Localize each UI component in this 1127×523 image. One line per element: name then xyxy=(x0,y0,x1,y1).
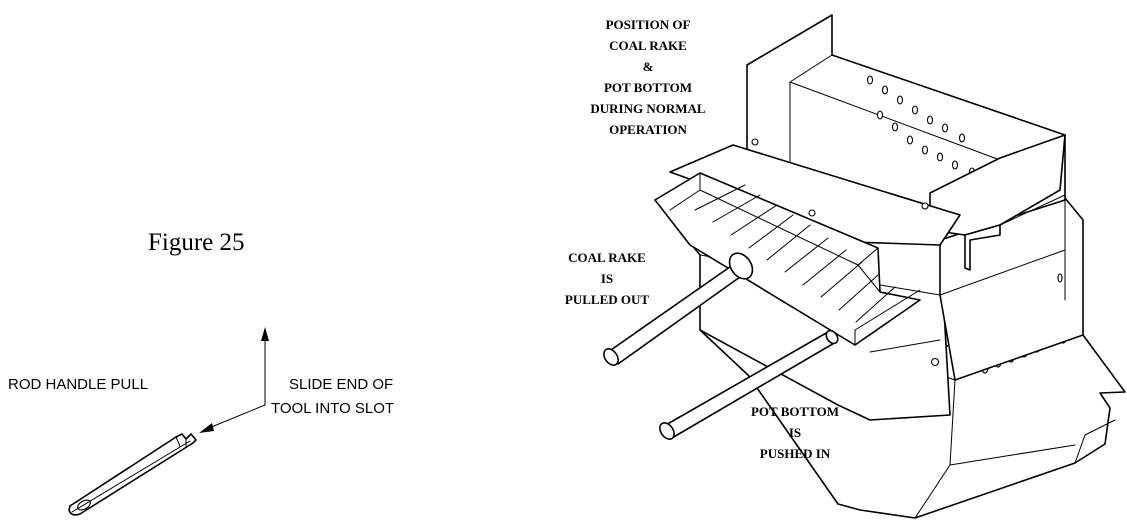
coal-rake-rod xyxy=(603,252,754,366)
normal-position-line: POT BOTTOM xyxy=(604,80,692,95)
normal-position-line: COAL RAKE xyxy=(609,38,687,53)
arrow-up-icon xyxy=(261,327,269,341)
normal-position-callout: POSITION OF COAL RAKE & POT BOTTOM DURIN… xyxy=(590,17,706,137)
normal-position-line: POSITION OF xyxy=(606,17,691,32)
coal-rake-line: IS xyxy=(601,271,613,286)
normal-position-line: DURING NORMAL xyxy=(590,101,706,116)
normal-position-line: & xyxy=(643,59,654,74)
pot-bottom-rod xyxy=(659,329,839,440)
pot-bottom-callout: POT BOTTOM IS PUSHED IN xyxy=(751,404,839,461)
arrow-left-icon xyxy=(199,423,214,433)
figure-caption: Figure 25 xyxy=(148,229,245,256)
coal-rake-assembly-drawing xyxy=(603,14,1126,519)
grate-bars xyxy=(694,184,896,323)
pot-bottom-line: IS xyxy=(789,425,801,440)
direction-arrows xyxy=(199,327,269,433)
pot-bottom-line: POT BOTTOM xyxy=(751,404,839,419)
rod-handle-pull-label: ROD HANDLE PULL xyxy=(8,376,148,393)
rod-handle-tool xyxy=(68,433,197,516)
coal-rake-line: PULLED OUT xyxy=(565,292,649,307)
coal-rake-callout: COAL RAKE IS PULLED OUT xyxy=(565,250,649,307)
slide-instruction-line-2: TOOL INTO SLOT xyxy=(271,400,394,417)
pot-bottom-line: PUSHED IN xyxy=(760,446,831,461)
normal-position-line: OPERATION xyxy=(609,122,687,137)
slide-instruction-line-1: SLIDE END OF xyxy=(289,376,393,393)
coal-rake-line: COAL RAKE xyxy=(568,250,646,265)
